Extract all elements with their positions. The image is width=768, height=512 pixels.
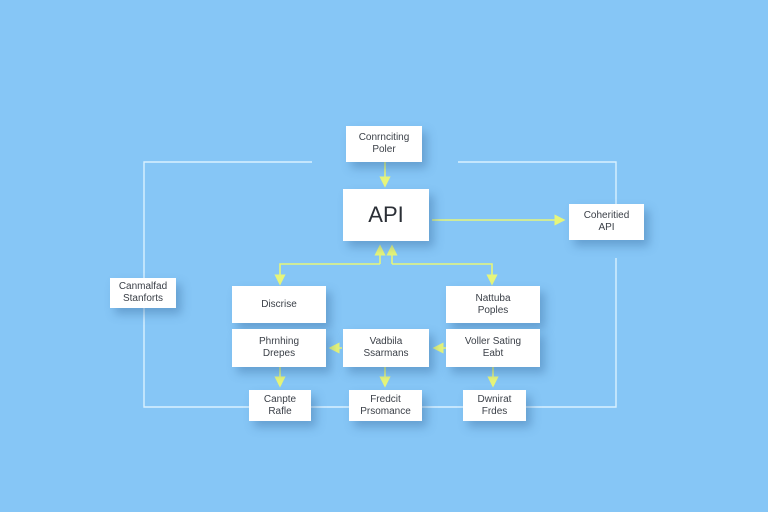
node-coheritied-api: Coheritied API bbox=[569, 204, 644, 240]
node-label: Fredcit Prsomance bbox=[360, 393, 411, 417]
node-label: Conrnciting Poler bbox=[358, 132, 410, 155]
node-label: Canpte Rafle bbox=[263, 393, 297, 417]
node-label: Voller Sating Eabt bbox=[464, 336, 522, 359]
node-canpte-rafle: Canpte Rafle bbox=[249, 390, 311, 421]
node-label: Coheritied API bbox=[583, 210, 630, 233]
node-conrnciting-poler: Conrnciting Poler bbox=[346, 126, 422, 162]
node-api: API bbox=[343, 189, 429, 241]
node-label: API bbox=[368, 202, 404, 227]
node-voller-sating-eabt: Voller Sating Eabt bbox=[446, 329, 540, 367]
node-vadbila-ssarmans: Vadbila Ssarmans bbox=[343, 329, 429, 367]
node-label: Dwnirat Frdes bbox=[477, 393, 512, 417]
node-label: Canmalfad Stanforts bbox=[118, 281, 168, 304]
frame-line-top-left bbox=[143, 161, 312, 280]
arrow-to-nattuba bbox=[392, 263, 498, 286]
node-label: Phrnhing Drepes bbox=[258, 336, 300, 359]
node-discrise: Discrise bbox=[232, 286, 326, 323]
node-dwnirat-frdes: Dwnirat Frdes bbox=[463, 390, 526, 421]
frame-line-bottom-right bbox=[526, 258, 617, 408]
frame-line-top-right bbox=[458, 161, 617, 204]
node-label: Nattuba Poples bbox=[475, 292, 511, 316]
node-canmalfad-stanforts: Canmalfad Stanforts bbox=[110, 278, 176, 308]
node-label: Vadbila Ssarmans bbox=[363, 336, 409, 359]
node-label: Discrise bbox=[261, 298, 297, 310]
arrow-to-discrise bbox=[274, 263, 380, 286]
node-phrnhing-drepes: Phrnhing Drepes bbox=[232, 329, 326, 367]
node-fredcit-prsomance: Fredcit Prsomance bbox=[349, 390, 422, 421]
frame-line-bottom-left bbox=[143, 308, 250, 408]
frame-lines bbox=[143, 161, 617, 408]
node-nattuba-poples: Nattuba Poples bbox=[446, 286, 540, 323]
